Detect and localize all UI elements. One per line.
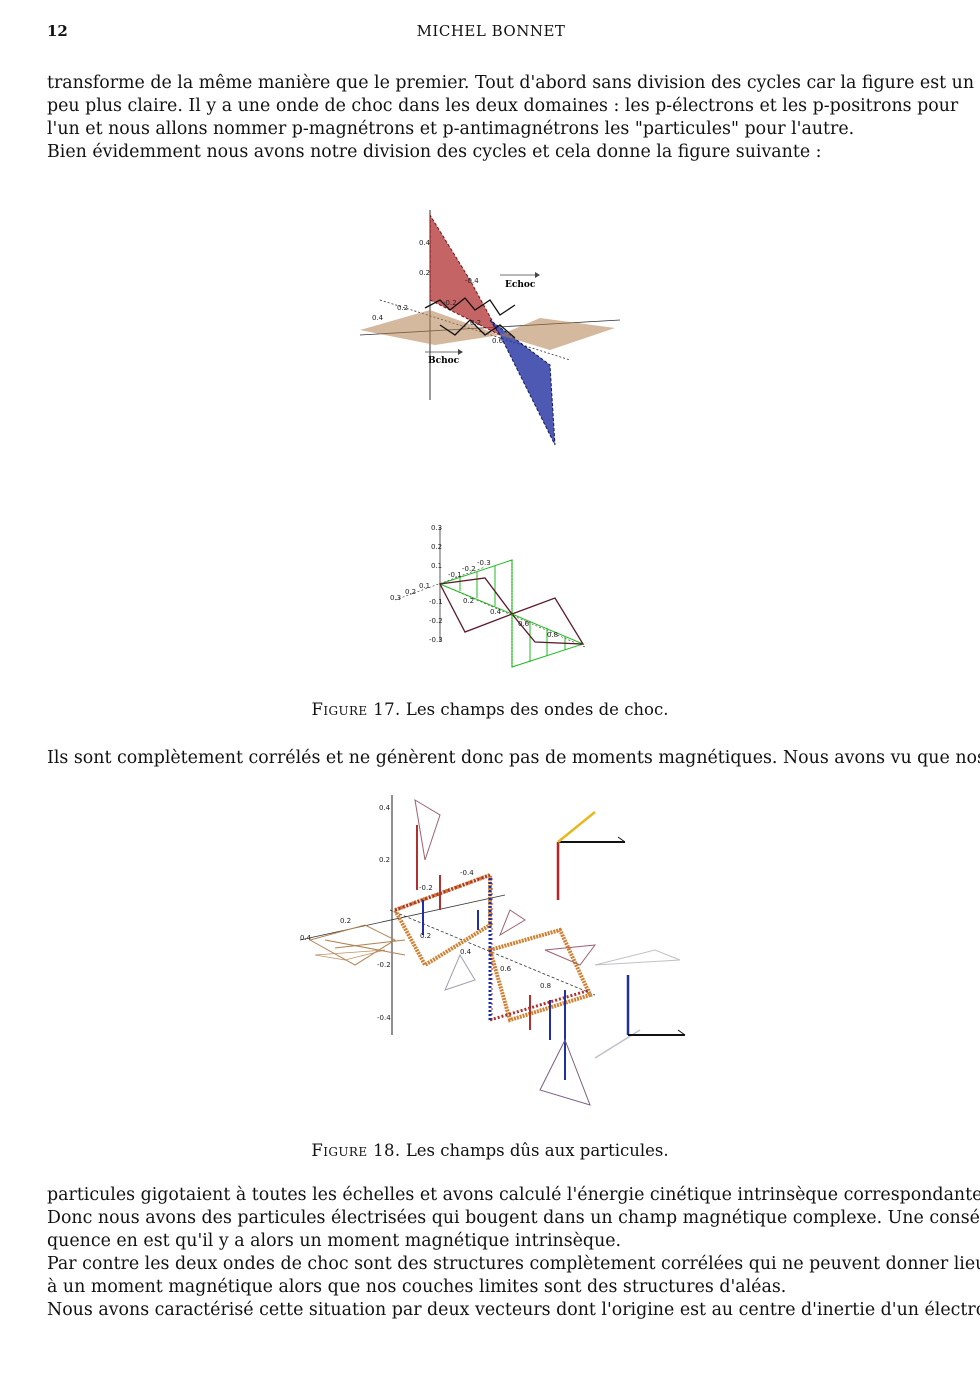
axis-tick: 0.4 (300, 934, 312, 942)
axis-tick: -0.2 (377, 961, 391, 969)
axis-tick: -0.2 (443, 299, 457, 307)
text-line: l'un et nous allons nommer p-magnétrons … (47, 119, 855, 139)
figure-18-caption: Figure 18. Les champs dûs aux particules… (0, 1141, 980, 1160)
axis-tick: 0.3 (390, 594, 401, 602)
axis-tick: 0.2 (379, 856, 390, 864)
text-line: Nous avons caractérisé cette situation p… (47, 1300, 980, 1320)
axis-tick: 0.2 (340, 917, 351, 925)
axis-tick: 0.4 (490, 608, 502, 616)
axis-tick: 0.1 (419, 582, 430, 590)
axis-tick: -0.2 (462, 565, 476, 573)
axis-tick: 0.4 (419, 239, 431, 247)
axis-tick: 0.6 (518, 620, 530, 628)
axis-tick: -0.2 (419, 884, 433, 892)
axis-tick: 0.6 (492, 337, 504, 345)
axis-tick: 0.3 (431, 524, 442, 532)
axis-tick: 0.1 (431, 562, 442, 570)
axis-tick: 0.2 (463, 597, 474, 605)
echoc-label: Echoc (505, 280, 536, 290)
axis-tick: 0.2 (470, 319, 481, 327)
text-line: Bien évidemment nous avons notre divisio… (47, 142, 822, 162)
figure-label: Figure 17. (311, 700, 401, 719)
axis-tick: 0.4 (379, 804, 391, 812)
axis-tick: 0.8 (540, 982, 551, 990)
text-line: Donc nous avons des particules électrisé… (47, 1208, 980, 1228)
figure-label: Figure 18. (311, 1141, 401, 1160)
bchoc-label: Bchoc (428, 356, 460, 366)
caption-text: Les champs dûs aux particules. (405, 1141, 669, 1160)
axis-tick: 0.8 (547, 631, 558, 639)
axis-tick: 0.2 (419, 269, 430, 277)
running-head: MICHEL BONNET (416, 22, 566, 40)
text-line: Par contre les deux ondes de choc sont d… (47, 1254, 980, 1274)
axis-tick: 0.2 (420, 932, 431, 940)
paragraph-2: Ils sont complètement corrélés et ne gén… (47, 747, 980, 770)
figure-17-top-plot: Echoc Bchoc 0.4 0.2 0.2 0.4 -0.4 -0.2 0.… (359, 210, 621, 446)
axis-tick: -0.4 (460, 869, 474, 877)
figure-18-plot: 0.4 0.2 -0.2 -0.4 0.4 0.2 -0.4 -0.2 0.2 … (299, 795, 686, 1106)
axis-tick: -0.1 (448, 571, 462, 579)
axis-tick: -0.4 (465, 277, 479, 285)
page-number: 12 (47, 22, 68, 40)
axis-tick: -0.3 (429, 636, 443, 644)
axis-tick: -0.3 (477, 559, 491, 567)
axis-tick: 0.2 (405, 588, 416, 596)
caption-text: Les champs des ondes de choc. (405, 700, 669, 719)
figure-17-bottom-plot: 0.3 0.2 0.1 -0.1 -0.2 -0.3 0.3 0.2 0.1 -… (390, 524, 586, 668)
page-header: 12 MICHEL BONNET (47, 22, 935, 42)
axis-tick: 0.2 (431, 543, 442, 551)
axis-tick: 0.4 (372, 314, 384, 322)
axis-tick: 0.2 (397, 304, 408, 312)
text-line: particules gigotaient à toutes les échel… (47, 1185, 980, 1205)
text-line: peu plus claire. Il y a une onde de choc… (47, 96, 959, 116)
axis-tick: 0.4 (460, 948, 472, 956)
text-line: Ils sont complètement corrélés et ne gén… (47, 748, 980, 768)
paragraph-3: particules gigotaient à toutes les échel… (47, 1184, 980, 1322)
axis-tick: -0.1 (429, 598, 443, 606)
figure-17-caption: Figure 17. Les champs des ondes de choc. (0, 700, 980, 719)
text-line: transforme de la même manière que le pre… (47, 73, 975, 93)
text-line: quence en est qu'il y a alors un moment … (47, 1231, 622, 1251)
axis-tick: -0.4 (377, 1014, 391, 1022)
text-line: à un moment magnétique alors que nos cou… (47, 1277, 787, 1297)
axis-tick: 0.6 (500, 965, 512, 973)
paragraph-1: transforme de la même manière que le pre… (47, 72, 975, 164)
axis-tick: -0.2 (429, 617, 443, 625)
